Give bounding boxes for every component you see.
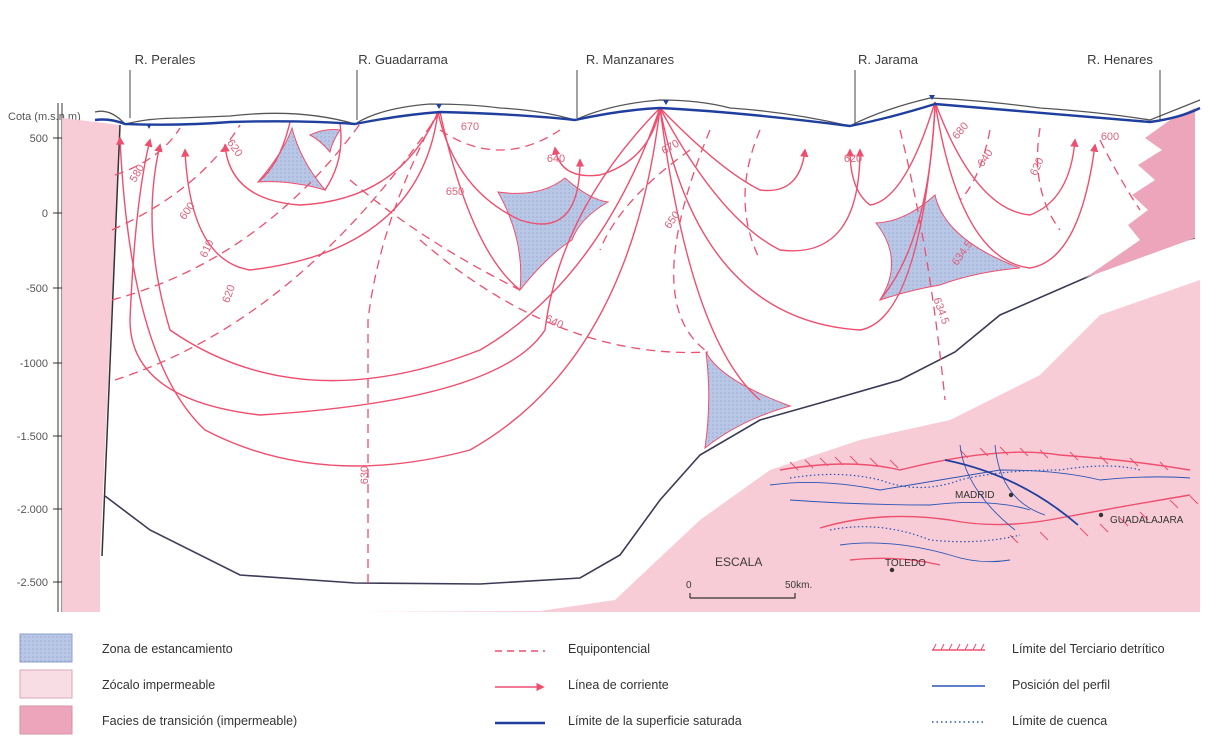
basement-zone	[62, 118, 1200, 612]
legend-text-3: Equipontencial	[568, 642, 650, 656]
legend-text-0: Zona de estancamiento	[102, 642, 233, 656]
equipotential-label: 600	[1101, 131, 1119, 143]
legend-text-6: Límite del Terciario detrítico	[1012, 642, 1165, 656]
legend-transition-swatch	[19, 705, 73, 735]
axis-tick-label: -1000	[20, 358, 48, 370]
legend-text-1: Zócalo impermeable	[102, 678, 215, 692]
inset-city-madrid: MADRID	[955, 490, 994, 501]
scale-title: ESCALA	[715, 555, 762, 569]
water-table	[94, 102, 1201, 128]
transition-facies	[1085, 108, 1195, 278]
river-label: R. Jarama	[858, 52, 919, 67]
water-table-markers	[147, 95, 935, 129]
flow-lines	[116, 101, 1099, 467]
axis-tick-label: -2.000	[17, 504, 48, 516]
legend-basement-swatch	[19, 669, 73, 699]
inset-city-toledo: TOLEDO	[885, 558, 926, 569]
equipotential-label: 640	[547, 153, 565, 165]
ground-surface	[94, 97, 1201, 127]
scale-end: 50km.	[785, 580, 812, 591]
river-label: R. Henares	[1087, 52, 1153, 67]
axis-tick-label: -500	[26, 283, 48, 295]
inset-city-guadalajara: GUADALAJARA	[1110, 515, 1184, 526]
axis-tick-label: -2.500	[17, 577, 48, 589]
legend-text-8: Límite de cuenca	[1012, 714, 1107, 728]
river-label: R. Guadarrama	[358, 52, 448, 67]
axis-tick-label: 500	[30, 133, 48, 145]
legend-hatched-line	[932, 643, 985, 651]
river-label: R. Manzanares	[586, 52, 675, 67]
stagnation-zones	[256, 126, 1021, 450]
equipotential-label: 650	[446, 186, 464, 198]
equipotential-label: 630	[359, 466, 371, 484]
west-fault	[101, 124, 121, 557]
legend: Zona de estancamiento Zócalo impermeable…	[19, 633, 1165, 735]
legend-text-5: Límite de la superficie saturada	[568, 714, 742, 728]
basement-boundary	[104, 237, 1196, 585]
legend-text-7: Posición del perfil	[1012, 678, 1110, 692]
axis-tick-label: -1.500	[17, 431, 48, 443]
inset-map: MADRID GUADALAJARA TOLEDO	[769, 444, 1199, 573]
equipotential-label: 670	[461, 121, 479, 133]
legend-stagnation-swatch	[19, 633, 73, 663]
river-markers	[129, 70, 1161, 124]
equipotential-label: 620	[844, 153, 862, 165]
equipotential-lines	[111, 111, 1141, 583]
equipotential-label: 620	[220, 283, 238, 304]
scale-start: 0	[686, 580, 692, 591]
legend-text-2: Facies de transición (impermeable)	[102, 714, 297, 728]
river-label: R. Perales	[135, 52, 196, 67]
scale-bar: ESCALA 0 50km.	[686, 555, 812, 599]
axis-tick-label: 0	[42, 208, 48, 220]
legend-text-4: Línea de corriente	[568, 678, 669, 692]
